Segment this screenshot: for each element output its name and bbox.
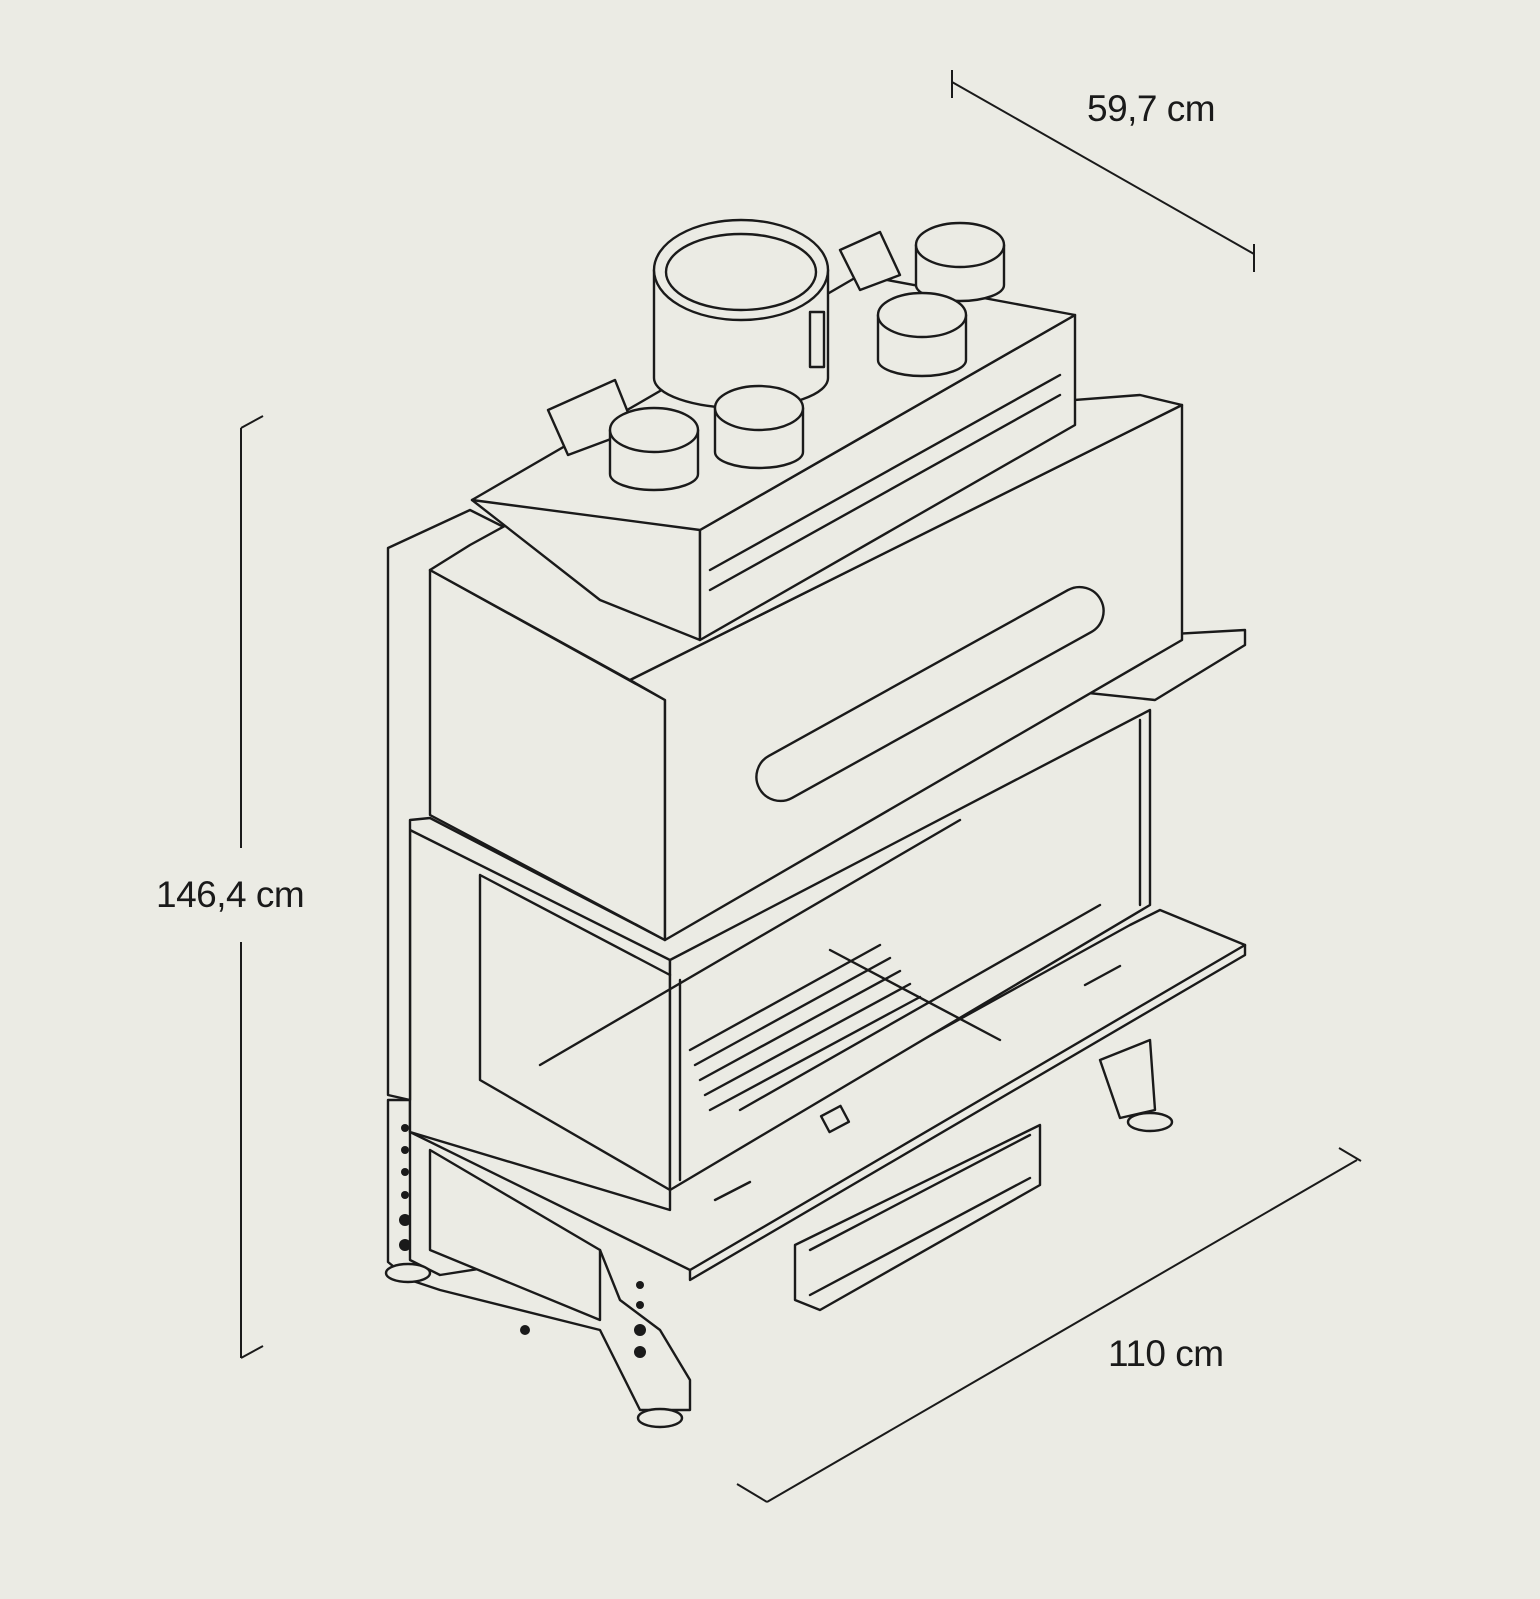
height-dimension-line <box>240 415 264 1359</box>
air-slot <box>755 585 1105 803</box>
flue-collars <box>608 218 1006 492</box>
width-dimension-line <box>736 1147 1362 1503</box>
depth-dimension-line <box>951 70 1255 272</box>
depth-dimension-label: 59,7 cm <box>1087 88 1216 129</box>
firebox <box>408 708 1152 1212</box>
height-dimension-label: 146,4 cm <box>156 874 305 915</box>
width-dimension-label: 110 cm <box>1108 1333 1224 1374</box>
base-frame <box>384 1038 1174 1429</box>
